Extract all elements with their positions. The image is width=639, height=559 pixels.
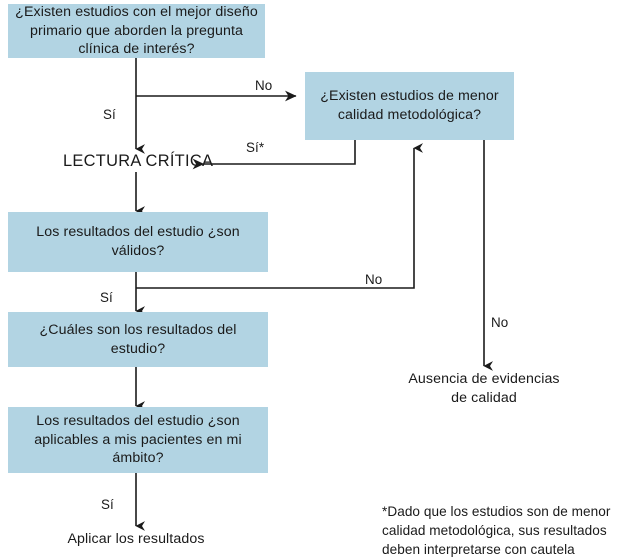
node-q-primary-design[interactable]: ¿Existen estudios con el mejor diseño pr… <box>8 4 265 58</box>
node-critical-reading: LECTURA CRÍTICA <box>63 152 214 170</box>
edge-label-si-lower-quality: Sí* <box>246 140 265 155</box>
node-q-valid-results[interactable]: Los resultados del estudio ¿son válidos? <box>8 212 268 272</box>
edge-label-si-valid: Sí <box>100 290 113 305</box>
node-q-lower-quality[interactable]: ¿Existen estudios de menor calidad metod… <box>305 72 514 140</box>
edge-label-no-lower-quality: No <box>491 315 509 330</box>
node-q-applicable[interactable]: Los resultados del estudio ¿son aplicabl… <box>8 407 268 473</box>
footnote-text: *Dado que los estudios son de menor cali… <box>382 504 611 557</box>
edge-label-no-primary-design: No <box>255 78 273 93</box>
edge-label-si-primary-design: Sí <box>103 107 116 122</box>
edge-label-si-applicable: Sí <box>101 497 114 512</box>
edge-label-no-valid: No <box>365 272 383 287</box>
node-q-which-results[interactable]: ¿Cuáles son los resultados del estudio? <box>8 312 268 367</box>
node-no-quality-evidence: Ausencia de evidencias de calidad <box>408 371 560 406</box>
node-apply-results: Aplicar los resultados <box>67 531 205 547</box>
